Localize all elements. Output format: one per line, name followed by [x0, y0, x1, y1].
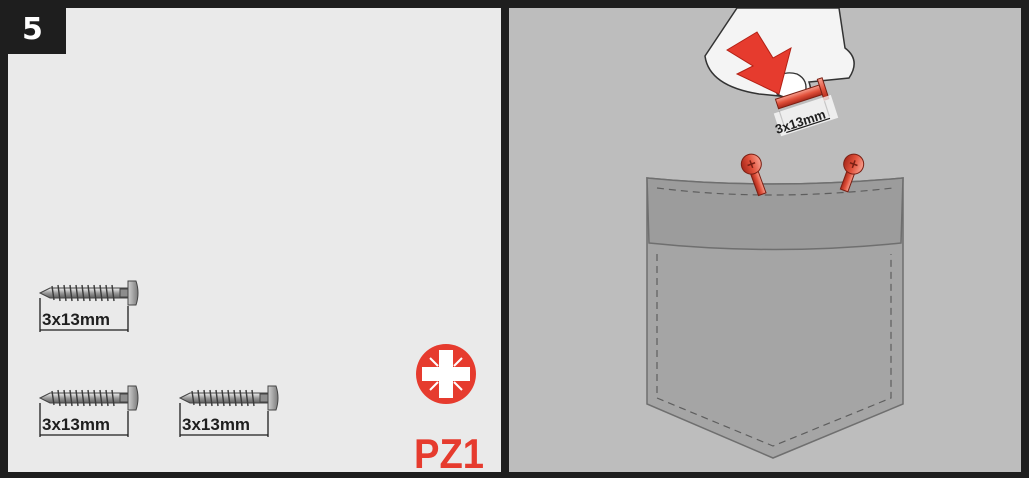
- pocket: [646, 177, 904, 459]
- right-panel-pocket: 3x13mm: [509, 8, 1021, 472]
- pocket-drawing: 3x13mm: [646, 8, 904, 459]
- falling-screw: [773, 77, 839, 137]
- screw-1-label: 3x13mm: [42, 310, 110, 329]
- pocket-screw-left: [740, 153, 767, 197]
- left-panel-parts: 3x13mm 3x13mm 3x13mm PZ1: [8, 8, 501, 472]
- screw-2-label: 3x13mm: [42, 415, 110, 434]
- parts-drawing: 3x13mm 3x13mm 3x13mm PZ1: [39, 280, 484, 472]
- driver-label: PZ1: [414, 430, 484, 472]
- step-number-badge: 5: [8, 8, 66, 54]
- pozidriv-icon: [416, 344, 476, 404]
- screw-3-label: 3x13mm: [182, 415, 250, 434]
- down-arrow-icon: [726, 31, 792, 95]
- pocket-screw-right: [839, 153, 865, 193]
